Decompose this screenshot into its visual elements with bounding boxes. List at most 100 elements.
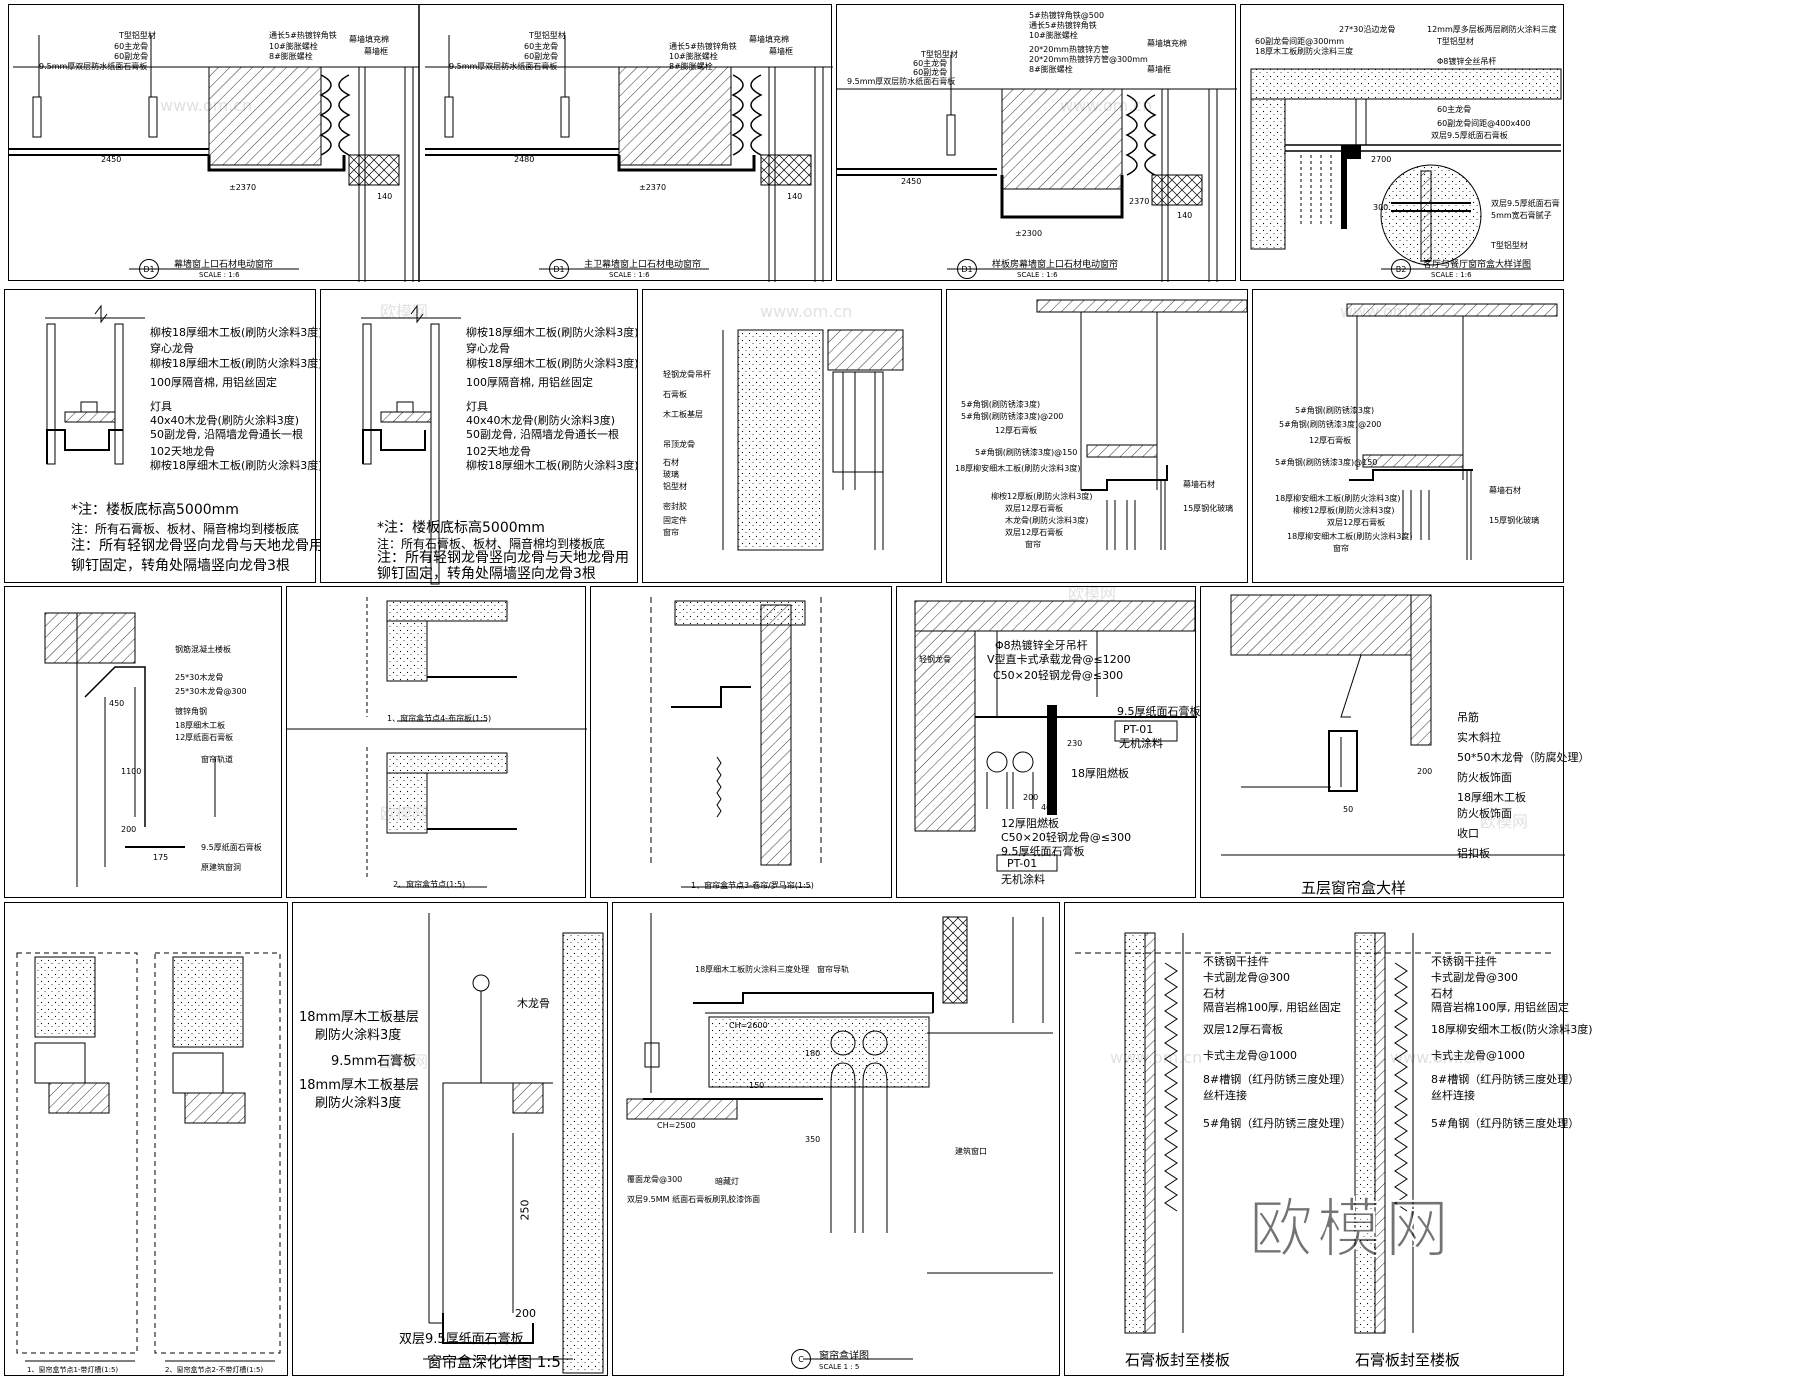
label: 卡式副龙骨@300 [1203, 971, 1290, 984]
detail-panel-r3-c: 1、窗帘盒节点3-卷帘/罗马帘(1:5) [590, 586, 892, 898]
label: 幕墙填充棉 [1147, 39, 1187, 48]
label: 18mm厚木工板基层 [299, 1078, 419, 1093]
label: 12厚纸面石膏板 [175, 733, 234, 742]
label: 柳桉12厚板(刷防火涂料3度) [991, 492, 1093, 501]
label: 固定件 [663, 516, 687, 525]
dimension: CH=2500 [657, 1121, 696, 1130]
label: 穿心龙骨 [150, 342, 194, 355]
detail-marker: B2 [1391, 259, 1411, 279]
label: 9.5厚纸面石膏板 [201, 843, 262, 852]
section-drawing [423, 913, 604, 1374]
dimension: 450 [109, 699, 125, 708]
label: 轻钢龙骨 [919, 655, 951, 664]
section-drawing [16, 952, 281, 1362]
label: 穿心龙骨 [466, 342, 510, 355]
note: 铆钉固定，转角处隔墙竖向龙骨3根 [377, 566, 596, 582]
label: 27*30沿边龙骨 [1339, 25, 1396, 34]
label: 50副龙骨, 沿隔墙龙骨通长一根 [466, 428, 619, 441]
label: 60主龙骨 [114, 42, 149, 51]
drawing-title: 石膏板封至楼板 [1355, 1351, 1461, 1369]
label: T型铝型材 [529, 31, 566, 40]
label: 10#膨胀螺栓 [1029, 31, 1078, 40]
label: 无机涂料 [1001, 873, 1045, 886]
label: 双层9.5厚纸面石膏板 [399, 1332, 524, 1347]
label: 5mm宽石膏腻子 [1491, 211, 1552, 220]
label: 防火板饰面 [1457, 771, 1512, 784]
detail-panel-r2-b: 柳桉18厚细木工板(刷防火涂料3度) 穿心龙骨 柳桉18厚细木工板(刷防火涂料3… [320, 289, 639, 585]
section-drawing [1221, 594, 1565, 856]
drawing-title: 石膏板封至楼板 [1125, 1351, 1231, 1369]
label: 12mm厚多层板两层刷防火涂料三度 [1427, 25, 1557, 34]
detail-panel-r4-b: 木龙骨 18mm厚木工板基层 刷防火涂料3度 9.5mm石膏板 18mm厚木工板… [292, 902, 608, 1376]
dimension: 140 [1177, 211, 1193, 220]
label: 60主龙骨 [913, 59, 948, 68]
label: 8#槽钢（红丹防锈三度处理） [1203, 1073, 1352, 1086]
label: 60主龙骨 [524, 42, 559, 51]
detail-marker: C [791, 1349, 811, 1369]
label: 丝杆连接 [1431, 1089, 1475, 1102]
label: 实木斜拉 [1457, 731, 1501, 744]
label: 5#角钢(刷防锈漆3度)@200 [1279, 420, 1382, 429]
dimension: CH=2600 [729, 1021, 768, 1030]
label: 不锈钢干挂件 [1431, 955, 1497, 968]
label: 柳桉18厚细木工板(刷防火涂料3度) [466, 459, 639, 472]
label: 幕墙填充棉 [349, 35, 389, 44]
label: 刷防火涂料3度 [315, 1096, 402, 1111]
label: 40x40木龙骨(刷防火涂料3度) [150, 414, 300, 427]
label: 60副龙骨 [524, 52, 559, 61]
label: 石材 [1431, 987, 1453, 1000]
drawing-title: 五层窗帘盒大样 [1301, 879, 1407, 897]
section-drawing [914, 600, 1197, 872]
label: 20*20mm热镀锌方管@300mm [1029, 55, 1148, 64]
label: 通长5#热镀锌角铁 [269, 31, 337, 40]
dimension: 2480 [514, 155, 535, 164]
label: 18厚细木工板 [175, 721, 226, 730]
drawing-title: 主卫幕墙窗上口石材电动窗帘 [584, 260, 702, 270]
label: 9.5厚纸面石膏板 [1117, 705, 1201, 718]
label: 丝杆连接 [1203, 1089, 1247, 1102]
label: 原建筑窗洞 [201, 863, 241, 872]
label: V型直卡式承载龙骨@≤1200 [987, 653, 1131, 666]
dimension: 230 [1067, 739, 1083, 748]
section-drawing [9, 5, 833, 282]
label: 18厚细木工板防火涂料三度处理 [695, 965, 810, 974]
label: 5#热镀锌角铁@500 [1029, 11, 1105, 20]
label: 60主龙骨 [1437, 105, 1472, 114]
dimension: 2700 [1371, 155, 1392, 164]
label: 40x40木龙骨(刷防火涂料3度) [466, 414, 616, 427]
label: 5#角钢（红丹防锈三度处理） [1431, 1117, 1580, 1130]
label: 8#膨胀螺栓 [269, 52, 313, 61]
drawing-title: 2、窗帘盒节点2-不带灯槽(1:5) [165, 1366, 264, 1374]
label: 收口 [1457, 827, 1479, 840]
dimension: 175 [153, 853, 169, 862]
dimension: 250 [518, 1199, 532, 1221]
label: 102天地龙骨 [466, 445, 531, 458]
detail-marker: D1 [139, 259, 159, 279]
detail-marker: D1 [957, 259, 977, 279]
drawing-scale: SCALE : 1:6 [609, 271, 650, 279]
dimension: 200 [1023, 793, 1039, 802]
label: 双层9.5MM 纸面石膏板刷乳胶漆饰面 [627, 1195, 761, 1204]
label: 5#角钢(刷防锈漆3度)@200 [961, 412, 1064, 421]
dimension: 200 [121, 825, 137, 834]
dimension: ±2370 [639, 183, 667, 192]
label: 木龙骨 [517, 997, 550, 1010]
section-drawing [287, 597, 587, 888]
detail-panel-r2-d: 5#角钢(刷防锈漆3度) 5#角钢(刷防锈漆3度)@200 12厚石膏板 5#角… [946, 289, 1248, 583]
label: 18厚阻燃板 [1071, 767, 1129, 780]
dimension: 40 [1041, 803, 1052, 812]
label: 9.5mm厚双层防水纸面石膏板 [847, 77, 956, 86]
detail-panel-r4-a: 1、窗帘盒节点1-带灯槽(1:5) 2、窗帘盒节点2-不带灯槽(1:5) [4, 902, 288, 1376]
detail-panel-r3-a: 钢筋混凝土楼板 25*30木龙骨 25*30木龙骨@300 镀锌角钢 18厚细木… [4, 586, 282, 898]
section-drawing [1250, 68, 1562, 270]
note: 铆钉固定，转角处隔墙竖向龙骨3根 [71, 558, 290, 574]
label: 12厚阻燃板 [1001, 817, 1059, 830]
note: 注：所有石膏板、板材、隔音棉均到楼板底 [377, 537, 606, 551]
watermark-logo: 欧模网 [1248, 1192, 1453, 1268]
dimension: 1100 [121, 767, 142, 776]
note: *注：楼板底标高5000mm [377, 520, 545, 536]
detail-panel-r3-e: 吊筋 实木斜拉 50*50木龙骨（防腐处理） 防火板饰面 18厚细木工板 防火板… [1200, 586, 1590, 898]
label: 12厚石膏板 [1309, 436, 1352, 445]
label: 窗帘 [1333, 544, 1349, 553]
section-drawing [722, 329, 904, 551]
